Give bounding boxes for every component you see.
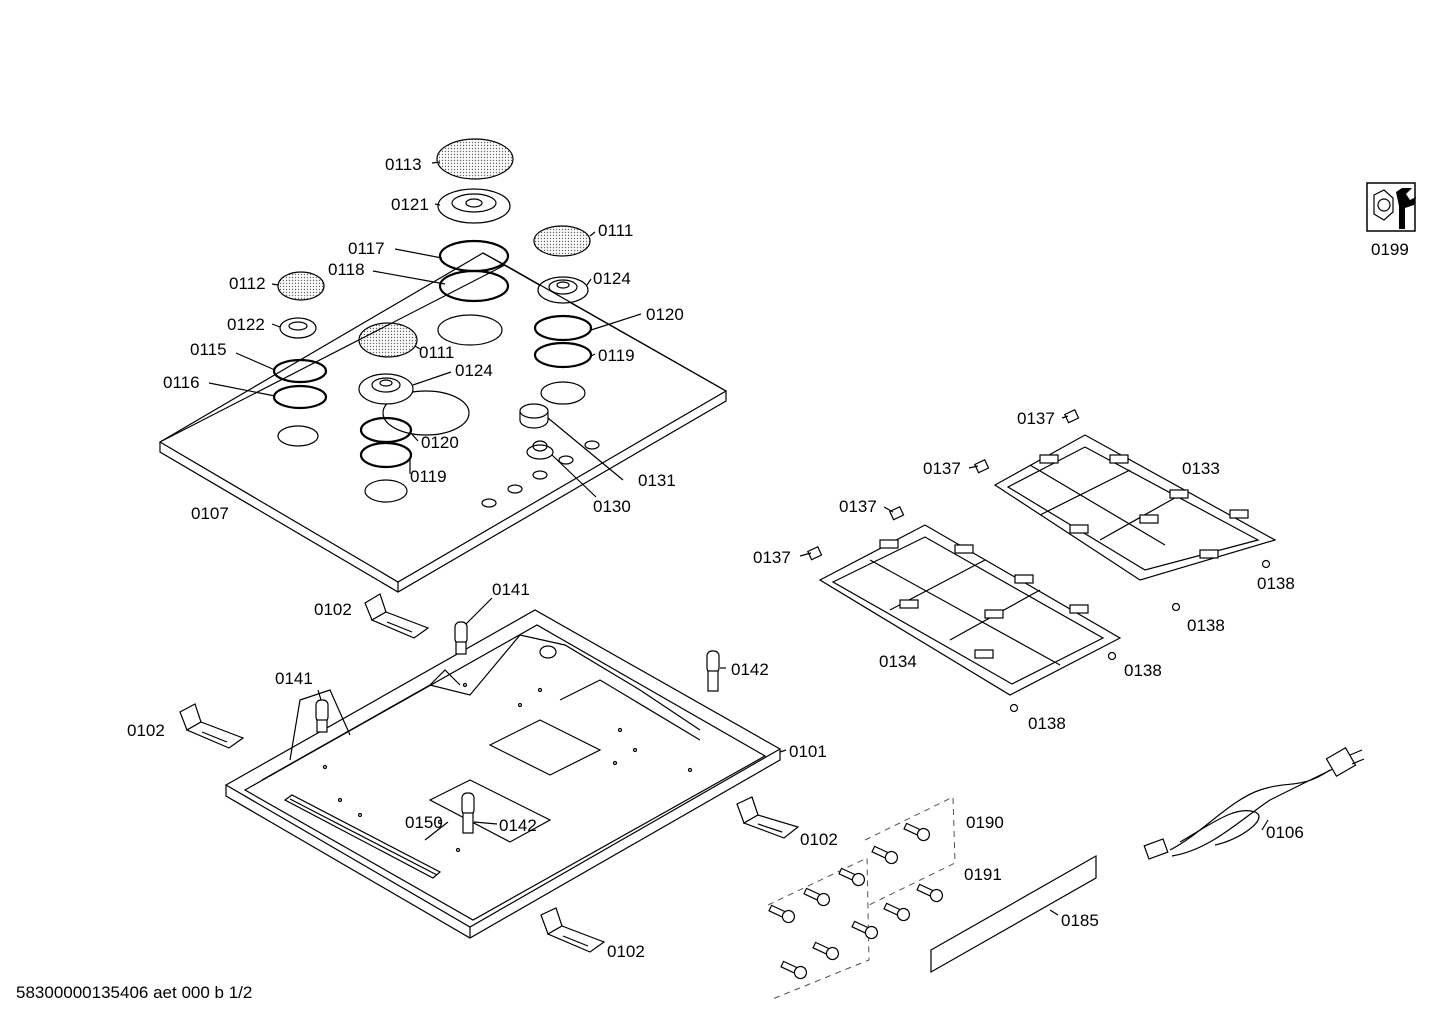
callout-0150: 0150 — [405, 813, 443, 832]
callout-0121: 0121 — [391, 195, 429, 214]
callout-0141: 0141 — [492, 580, 530, 599]
callout-0122: 0122 — [227, 315, 265, 334]
control-knob — [519, 403, 554, 460]
callout-0141: 0141 — [275, 669, 313, 688]
callout-0134: 0134 — [879, 652, 917, 671]
mains-cable — [1143, 747, 1365, 860]
callout-0199: 0199 — [1371, 240, 1409, 259]
fixing-brackets — [179, 593, 800, 953]
callout-0191: 0191 — [964, 865, 1002, 884]
leader-lines-tray — [317, 597, 787, 841]
callout-0137: 0137 — [839, 497, 877, 516]
callout-0119: 0119 — [598, 346, 635, 365]
callout-0101: 0101 — [789, 742, 827, 761]
screws — [768, 822, 944, 980]
pan-support-clips — [799, 409, 1080, 561]
callout-0124: 0124 — [593, 269, 631, 288]
callout-0102: 0102 — [800, 830, 838, 849]
callout-0124: 0124 — [455, 361, 493, 380]
callout-0102: 0102 — [607, 942, 645, 961]
callout-0138: 0138 — [1187, 616, 1225, 635]
callout-0111: 0111 — [598, 221, 633, 240]
seal-strip-0185 — [930, 854, 1097, 974]
callout-0115: 0115 — [190, 340, 227, 359]
left-burner-stack — [272, 271, 328, 410]
hob-glass-top — [158, 252, 728, 593]
callout-0102: 0102 — [127, 721, 165, 740]
callout-0120: 0120 — [421, 433, 459, 452]
drawing-id: 58300000135406 aet 000 b 1/2 — [16, 983, 252, 1002]
callout-0117: 0117 — [348, 239, 385, 258]
callout-0119: 0119 — [410, 467, 447, 486]
callout-0137: 0137 — [1017, 409, 1055, 428]
pan-support-0134 — [818, 524, 1122, 696]
wok-burner-stack — [436, 138, 514, 303]
callout-0131: 0131 — [638, 471, 676, 490]
callout-0137: 0137 — [753, 548, 791, 567]
wrench-nut-icon — [1366, 182, 1416, 232]
callout-0112: 0112 — [229, 274, 266, 293]
callout-0111: 0111 — [419, 343, 454, 362]
callout-0142: 0142 — [731, 660, 769, 679]
callout-0190: 0190 — [966, 813, 1004, 832]
leader-lines-top — [159, 161, 727, 498]
rubber-feet — [1009, 559, 1271, 713]
hob-bottom-tray — [224, 609, 782, 939]
callout-0138: 0138 — [1257, 574, 1295, 593]
callout-0106: 0106 — [1266, 823, 1304, 842]
callout-0138: 0138 — [1028, 714, 1066, 733]
adjustable-feet — [315, 621, 720, 834]
callout-0116: 0116 — [163, 373, 200, 392]
callout-0138: 0138 — [1124, 661, 1162, 680]
middle-burner-stack — [358, 322, 418, 469]
callout-0113: 0113 — [385, 155, 422, 174]
pan-support-0133 — [993, 434, 1277, 581]
callout-0102: 0102 — [314, 600, 352, 619]
callout-0142: 0142 — [499, 816, 537, 835]
callout-0130: 0130 — [593, 497, 631, 516]
callout-0118: 0118 — [328, 260, 365, 279]
callout-0185: 0185 — [1061, 911, 1099, 930]
callout-0137: 0137 — [923, 459, 961, 478]
callout-0133: 0133 — [1182, 459, 1220, 478]
callout-0120: 0120 — [646, 305, 684, 324]
callout-labels: 0113 0121 0117 0118 0111 0124 0112 0120 … — [127, 155, 1409, 961]
callout-0107: 0107 — [191, 504, 229, 523]
screw-bag-0190 — [767, 796, 956, 1001]
right-burner-stack — [533, 225, 593, 369]
